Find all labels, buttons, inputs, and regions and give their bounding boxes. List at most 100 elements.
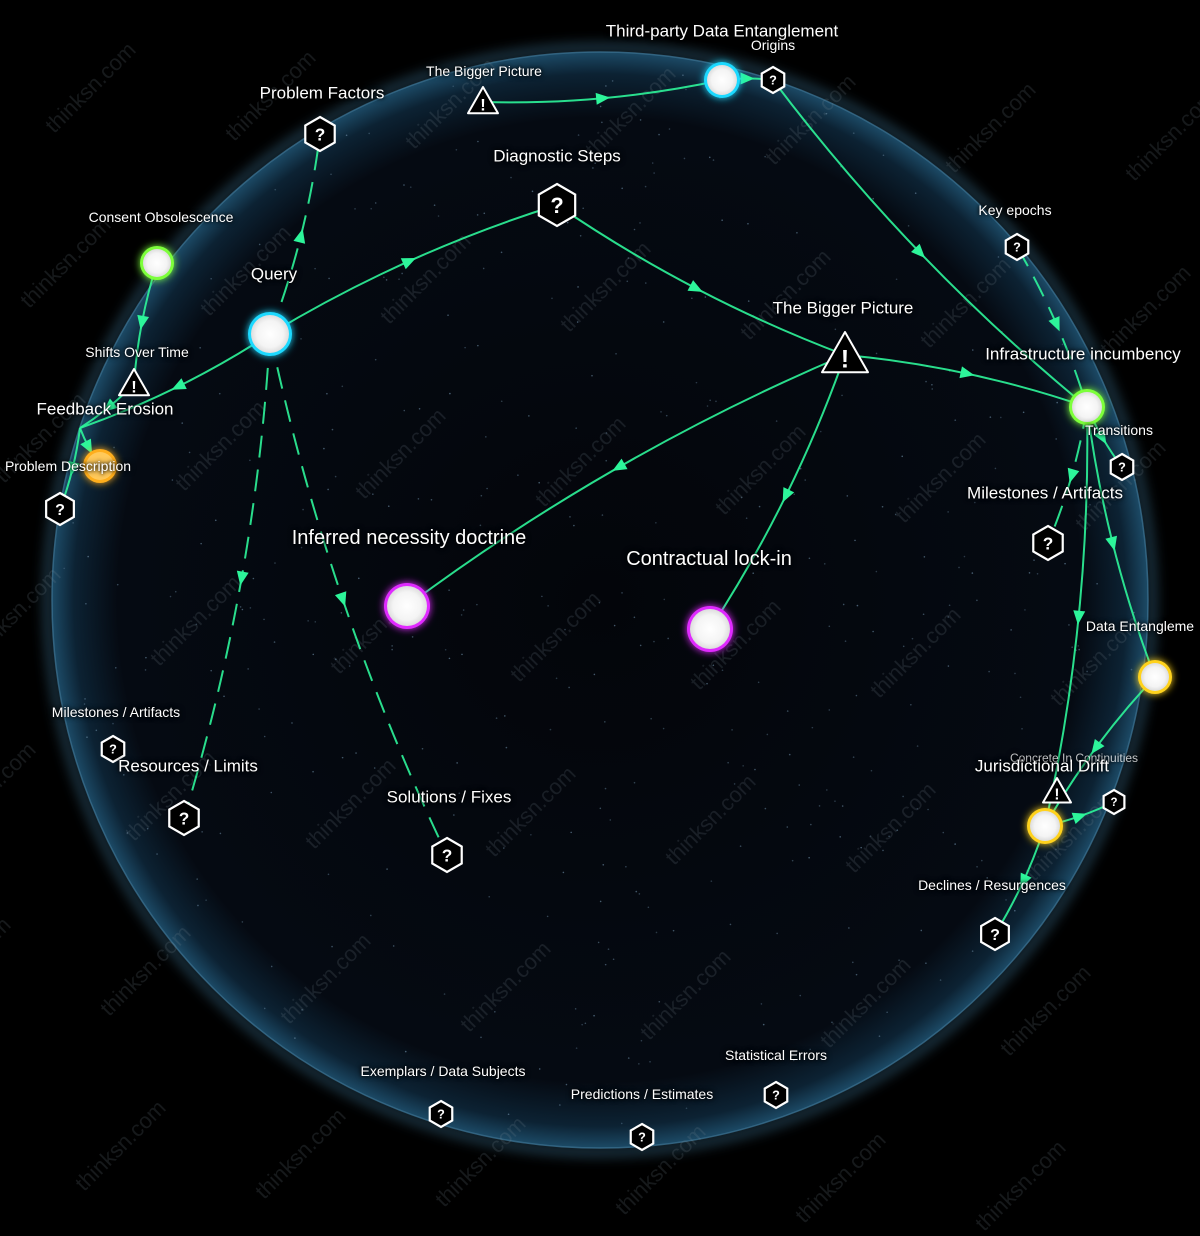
edge-arrow — [1067, 467, 1080, 483]
edge-arrow — [334, 591, 347, 607]
edge-arrow — [1048, 316, 1060, 332]
question-mark-glyph: ? — [1013, 241, 1021, 255]
edge-arrow — [400, 258, 417, 270]
question-mark-glyph: ? — [1118, 461, 1126, 475]
edge-arrow — [1105, 535, 1118, 551]
label-feedback: Feedback Erosion — [36, 399, 174, 419]
node-infra[interactable] — [1069, 389, 1105, 425]
node-transitions[interactable]: ? — [1109, 452, 1135, 482]
node-milestones1[interactable]: ? — [1032, 524, 1064, 562]
node-exemplars[interactable]: ? — [428, 1099, 454, 1129]
label-infra: Infrastructure incumbency — [985, 344, 1181, 364]
question-mark-glyph: ? — [638, 1131, 646, 1145]
node-shifts[interactable]: ! — [118, 368, 150, 397]
edge-arrow — [595, 92, 611, 105]
question-mark-glyph: ? — [55, 501, 65, 519]
question-mark-glyph: ? — [109, 743, 117, 757]
node-predictions[interactable]: ? — [629, 1122, 655, 1152]
question-hex-icon — [537, 182, 577, 228]
label-milestones1: Milestones / Artifacts — [967, 483, 1123, 503]
node-milestones2[interactable]: ? — [100, 734, 126, 764]
label-inferred: Inferred necessity doctrine — [291, 527, 527, 549]
question-hex-icon — [45, 491, 75, 527]
node-solutions[interactable]: ? — [431, 836, 463, 874]
edge-arrow — [102, 398, 118, 413]
label-diagnostic: Diagnostic Steps — [493, 146, 621, 166]
node-thirdparty[interactable] — [704, 62, 740, 98]
question-hex-icon — [1109, 452, 1135, 482]
label-dataent: Data Entangleme — [1085, 618, 1195, 634]
infra-node-circle — [1072, 392, 1102, 422]
edge-arrow — [1093, 428, 1107, 445]
warning-triangle-icon — [467, 86, 499, 115]
label-thirdparty: Third-party Data Entanglement — [605, 21, 839, 41]
warning-triangle-icon — [1042, 777, 1072, 804]
node-diagnostic[interactable]: ? — [537, 182, 577, 228]
node-statistical[interactable]: ? — [763, 1080, 789, 1110]
node-resources[interactable]: ? — [168, 799, 200, 837]
edge-arrow — [911, 243, 926, 258]
node-layer[interactable]: ?!???!?!?????!????? — [0, 0, 1200, 1200]
exclamation-glyph: ! — [841, 346, 849, 374]
edge-arrow — [1071, 812, 1087, 825]
question-mark-glyph: ? — [769, 74, 777, 88]
node-warnsmall[interactable]: ! — [1042, 777, 1072, 804]
question-mark-glyph: ? — [1110, 797, 1117, 809]
edge-arrow — [293, 228, 306, 244]
node-concrete[interactable]: ? — [1102, 788, 1126, 816]
node-inferred[interactable] — [384, 583, 430, 629]
edge-arrow — [612, 458, 628, 471]
question-hex-icon — [763, 1080, 789, 1110]
label-problemdesc: Problem Description — [4, 458, 132, 474]
node-origins[interactable]: ? — [760, 65, 786, 95]
exclamation-glyph: ! — [131, 378, 137, 396]
node-problemfactors[interactable]: ? — [304, 115, 336, 153]
node-leftq[interactable]: ? — [45, 491, 75, 527]
edge-arrow — [687, 280, 703, 292]
label-jurisdictional: Jurisdictional Drift — [974, 756, 1110, 776]
node-query[interactable] — [248, 312, 292, 356]
dataent-node-circle — [1141, 663, 1169, 691]
question-hex-icon — [431, 836, 463, 874]
edge-arrow — [1073, 610, 1086, 625]
exclamation-glyph: ! — [480, 96, 486, 114]
label-query: Query — [250, 264, 298, 284]
question-mark-glyph: ? — [1043, 533, 1054, 553]
question-hex-icon — [760, 65, 786, 95]
edge-arrow — [80, 438, 93, 454]
exclamation-glyph: ! — [1054, 787, 1059, 804]
edge-arrow — [1091, 739, 1105, 754]
label-solutions: Solutions / Fixes — [386, 787, 512, 807]
node-problemdesc[interactable] — [83, 449, 117, 483]
contractual-node-circle — [690, 609, 730, 649]
node-bigger1[interactable]: ! — [821, 331, 869, 374]
node-consent[interactable] — [140, 246, 174, 280]
question-hex-icon — [304, 115, 336, 153]
label-exemplars: Exemplars / Data Subjects — [360, 1063, 526, 1079]
label-milestones2: Milestones / Artifacts — [51, 704, 181, 720]
query-node-circle — [251, 315, 289, 353]
jurisdictional-node-circle — [1030, 811, 1060, 841]
node-contractual[interactable] — [687, 606, 733, 652]
consent-node-circle — [143, 249, 171, 277]
label-origins: Origins — [750, 37, 796, 53]
node-declines[interactable]: ? — [980, 916, 1010, 952]
node-dataent[interactable] — [1138, 660, 1172, 694]
label-statistical: Statistical Errors — [725, 1047, 827, 1063]
edge-arrow — [1020, 872, 1032, 888]
label-predictions: Predictions / Estimates — [570, 1086, 714, 1102]
node-keyepochs[interactable]: ? — [1004, 232, 1030, 262]
node-bigger2[interactable]: ! — [467, 86, 499, 115]
label-shifts: Shifts Over Time — [85, 344, 189, 360]
edge-arrow — [740, 72, 755, 85]
edge-arrow — [171, 378, 187, 390]
sphere-background — [43, 43, 1157, 1157]
edge-arrow — [68, 460, 80, 476]
label-transitions: Transitions — [1085, 422, 1153, 438]
question-hex-icon — [980, 916, 1010, 952]
label-consent: Consent Obsolescence — [88, 209, 234, 225]
question-hex-icon — [1032, 524, 1064, 562]
node-jurisdictional[interactable] — [1027, 808, 1063, 844]
question-hex-icon — [168, 799, 200, 837]
